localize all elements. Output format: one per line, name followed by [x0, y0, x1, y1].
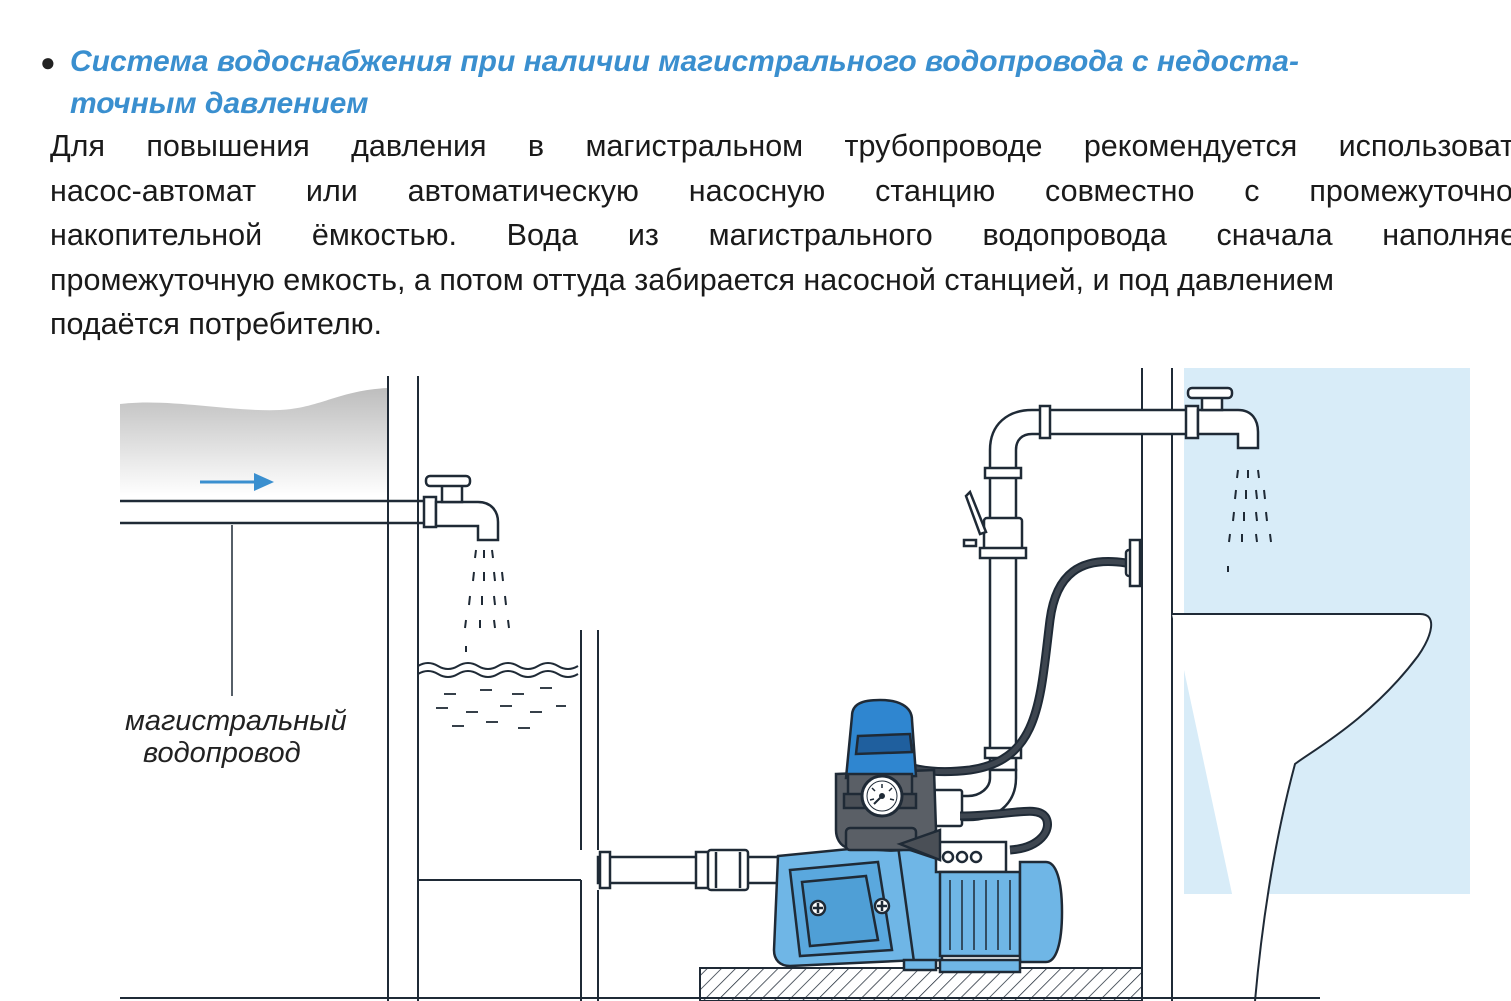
- flow-arrow-icon: [200, 473, 274, 491]
- suction-pipe: [596, 848, 780, 892]
- main-pipe-label-line-2: водопровод: [143, 737, 301, 769]
- pressure-gauge-icon: [860, 774, 904, 818]
- ball-valve-icon: [962, 489, 1028, 560]
- paragraph-line-2: насос-автомат или автоматическую насосну…: [50, 173, 1511, 208]
- pump-icon: [772, 842, 944, 972]
- tap-icon: [1184, 386, 1260, 450]
- water-spray-icon: [1227, 469, 1272, 572]
- electric-motor-icon: [934, 840, 1064, 974]
- paragraph-line-5: подаётся потребителю.: [50, 307, 382, 341]
- tap-icon: [422, 474, 500, 542]
- wall-socket: [1124, 538, 1142, 588]
- bullet-icon: ●: [40, 47, 56, 77]
- paragraph-line-4: промежуточную емкость, а потом оттуда за…: [50, 262, 1334, 297]
- paragraph-line-1: Для повышения давления в магистральном т…: [50, 129, 1511, 163]
- pump-foundation: [699, 967, 1143, 1001]
- ground-soil: [120, 388, 388, 496]
- water-spray-icon: [464, 549, 510, 652]
- main-pipe-label-line-1: магистральный: [125, 705, 347, 737]
- heading-line-1: Система водоснабжения при наличии магист…: [70, 45, 1299, 78]
- wash-basin: [1172, 613, 1433, 1001]
- water-supply-diagram: магистральный водопровод: [120, 368, 1470, 1001]
- heading-line-2: точным давлением: [70, 87, 369, 120]
- paragraph-line-3: накопительной ёмкостью. Вода из магистра…: [50, 218, 1511, 252]
- description-paragraph: Для повышения давления в магистральном т…: [50, 124, 1511, 347]
- main-water-pipe: [120, 499, 425, 525]
- storage-tank: [417, 630, 599, 1001]
